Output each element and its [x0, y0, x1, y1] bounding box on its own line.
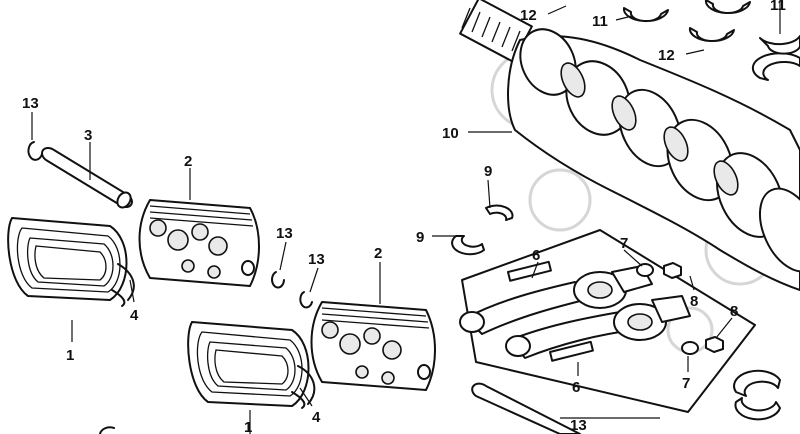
partial-circle-bottom-left [99, 426, 115, 434]
callout-12-right: 12 [658, 47, 675, 64]
callouts: 13 3 2 13 13 2 4 1 4 1 13 12 11 11 12 10… [22, 0, 786, 434]
piston-pin-3 [41, 146, 133, 209]
crankshaft-10 [459, 0, 800, 291]
callout-1-rings-upper: 1 [66, 347, 74, 364]
callout-10-crankshaft: 10 [442, 125, 459, 142]
callout-13-circlip-lower: 13 [308, 251, 325, 268]
circlip-13 [27, 141, 313, 309]
callout-1-rings-lower: 1 [244, 419, 252, 434]
piston-rings-1a [7, 217, 128, 301]
callout-3-piston-pin: 3 [84, 127, 92, 144]
callout-4-ring-lower: 4 [312, 409, 321, 426]
callout-9-shell-left: 9 [416, 229, 424, 246]
rod-bearing-shells-9 [451, 204, 514, 256]
callout-8-nut-lower: 8 [730, 303, 738, 320]
callout-11-top-right: 11 [770, 0, 786, 14]
callout-13-pin-lower: 13 [570, 417, 587, 434]
callout-2-piston-upper: 2 [184, 153, 192, 170]
leader-lines [31, 0, 781, 434]
callout-6-bolt-upper: 6 [532, 247, 540, 264]
callout-9-shell-upper: 9 [484, 163, 492, 180]
callout-11-top-mid: 11 [592, 13, 608, 30]
callout-8-nut-upper: 8 [690, 293, 698, 310]
main-bearing-shells [622, 0, 800, 81]
piston-ring-4a [111, 263, 135, 307]
connecting-rod-assembly [459, 229, 756, 413]
callout-13-circlip-top: 13 [22, 95, 39, 112]
piston-pin-lower [471, 382, 581, 434]
callout-2-piston-lower: 2 [374, 245, 382, 262]
callout-13-circlip-mid: 13 [276, 225, 293, 242]
piston-ring-4b [291, 365, 316, 409]
piston-2a [138, 199, 260, 287]
piston-2b [310, 301, 436, 391]
callout-7-washer-lower: 7 [682, 375, 690, 392]
piston-rings-1b [187, 321, 310, 407]
callout-12-top-left: 12 [520, 7, 537, 24]
callout-4-ring-upper: 4 [130, 307, 139, 324]
bearing-shell-lower-right [733, 369, 781, 421]
callout-6-bolt-lower: 6 [572, 379, 580, 396]
callout-7-washer-upper: 7 [620, 235, 628, 252]
